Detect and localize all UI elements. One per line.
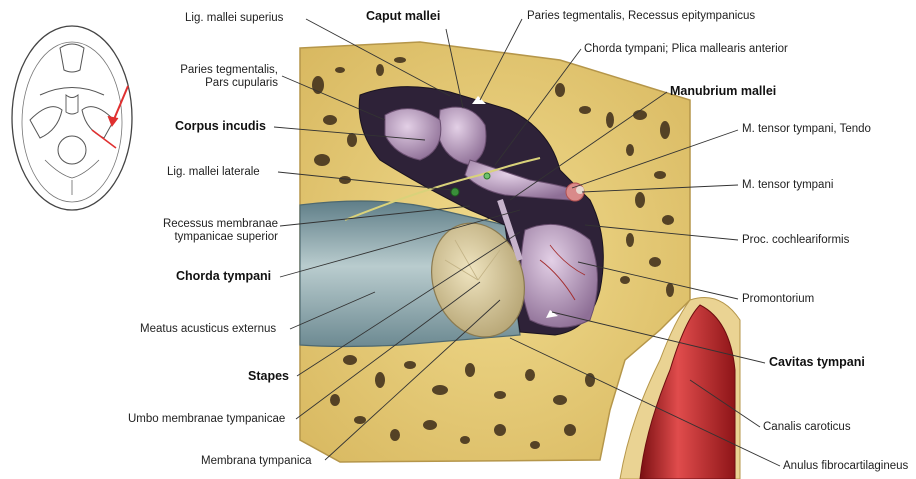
label-umbo-membranae-tympanicae: Umbo membranae tympanicae	[128, 413, 285, 426]
label-paries-tegmentalis-pars-line1: Paries tegmentalis,	[168, 64, 278, 77]
label-recessus-membranae-line2: tympanicae superior	[148, 231, 278, 244]
label-m-tensor-tympani-tendo: M. tensor tympani, Tendo	[742, 123, 871, 136]
label-proc-cochleariformis: Proc. cochleariformis	[742, 234, 849, 247]
label-m-tensor-tympani: M. tensor tympani	[742, 179, 833, 192]
label-recessus-membranae-line1: Recessus membranae	[148, 218, 278, 231]
label-lig-mallei-laterale: Lig. mallei laterale	[167, 166, 260, 179]
label-stapes: Stapes	[248, 370, 289, 383]
label-chorda-tympani: Chorda tympani	[176, 270, 271, 283]
label-anulus-fibrocartilagineus: Anulus fibrocartilagineus	[783, 460, 908, 473]
label-cavitas-tympani: Cavitas tympani	[769, 356, 865, 369]
promontory	[521, 224, 598, 327]
label-canalis-caroticus: Canalis caroticus	[763, 421, 851, 434]
label-membrana-tympanica: Membrana tympanica	[201, 455, 312, 468]
label-lig-mallei-superius: Lig. mallei superius	[185, 12, 283, 25]
label-chorda-tympani-plica: Chorda tympani; Plica mallearis anterior	[584, 43, 788, 56]
label-corpus-incudis: Corpus incudis	[175, 120, 266, 133]
label-meatus-acusticus-externus: Meatus acusticus externus	[140, 323, 276, 336]
label-recessus-membranae: Recessus membranae tympanicae superior	[148, 218, 278, 244]
label-paries-tegmentalis-pars: Paries tegmentalis, Pars cupularis	[168, 64, 278, 90]
label-caput-mallei: Caput mallei	[366, 10, 440, 23]
label-promontorium: Promontorium	[742, 293, 814, 306]
label-manubrium-mallei: Manubrium mallei	[670, 85, 776, 98]
label-paries-tegmentalis-pars-line2: Pars cupularis	[168, 77, 278, 90]
skull-overview-inset	[12, 26, 132, 210]
label-paries-tegmentalis-recessus: Paries tegmentalis, Recessus epitympanic…	[527, 10, 755, 23]
